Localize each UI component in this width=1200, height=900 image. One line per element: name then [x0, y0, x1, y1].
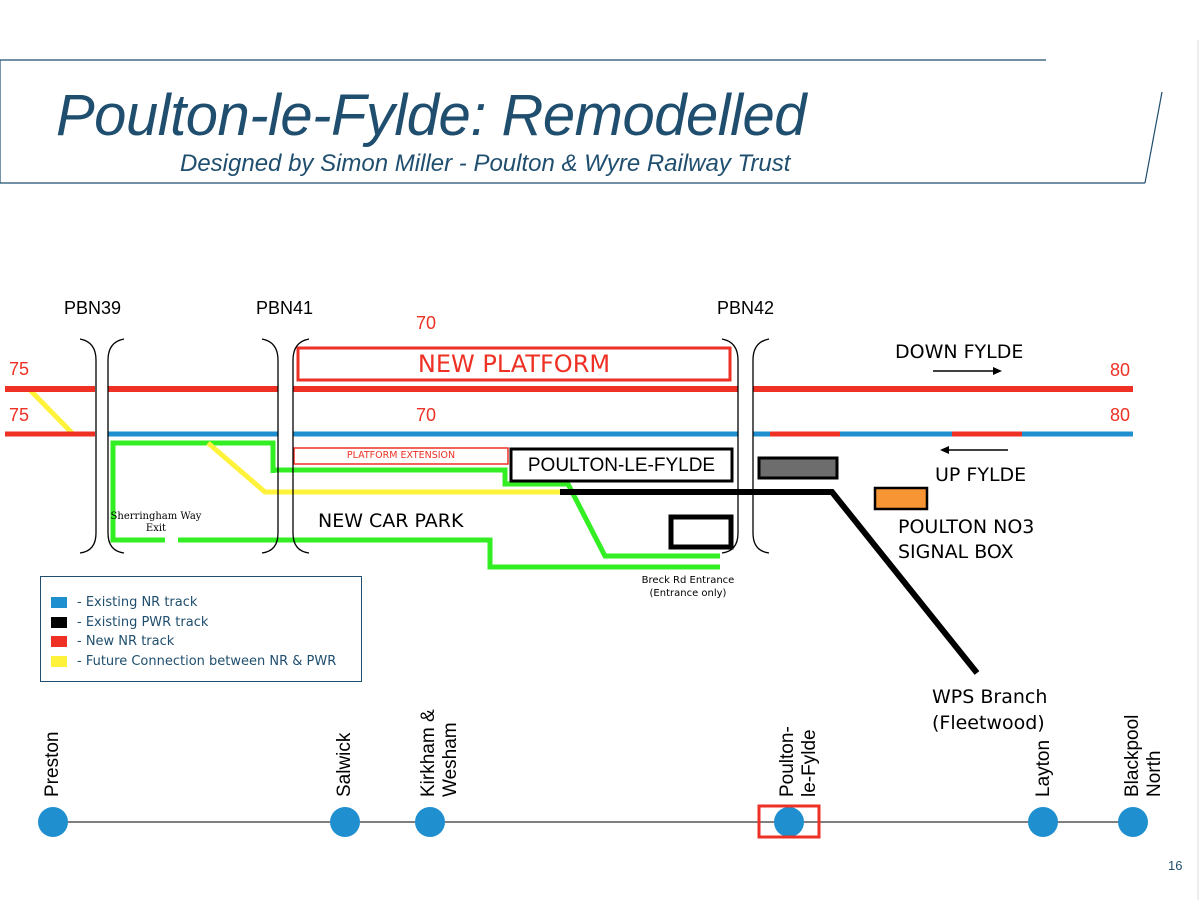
station-dot-blackpool: [1118, 807, 1148, 837]
sherringham-exit-label-line2: Exit: [145, 523, 167, 534]
car-park-building: [668, 514, 734, 550]
legend-item-future-connection: - Future Connection between NR & PWR: [51, 652, 361, 672]
sherringham-exit-label-line1: Sherringham Way: [110, 511, 202, 522]
pbn42-bracket-left: [721, 338, 739, 554]
speed-label-bottom-left: 75: [9, 405, 30, 425]
up-fylde-label: UP FYLDE: [935, 464, 1027, 486]
signal-label-pbn41: PBN41: [256, 298, 314, 318]
slide-number: 16: [1168, 858, 1183, 873]
station-name-kirkham-wesham: Kirkham & Wesham: [418, 709, 462, 797]
speed-label-top-mid: 70: [416, 313, 437, 333]
station-name-line1: Kirkham &: [418, 709, 439, 797]
new-platform-label: NEW PLATFORM: [417, 350, 611, 378]
speed-label-bottom-right: 80: [1110, 405, 1131, 425]
pwr-track: [560, 489, 980, 675]
station-dot-kirkham: [415, 807, 445, 837]
platform-extension-label: PLATFORM EXTENSION: [346, 450, 456, 461]
down-fylde-label: DOWN FYLDE: [895, 341, 1024, 363]
legend-label: - Existing PWR track: [77, 614, 209, 630]
breck-rd-entrance-label-line2: (Entrance only): [649, 588, 727, 599]
station-name-line1: Poulton-: [777, 726, 798, 797]
car-park-path-upper: [110, 440, 276, 543]
station-name-line2: Wesham: [440, 722, 461, 797]
platform-grey-block: [757, 456, 839, 480]
station-name-line1: Salwick: [334, 732, 355, 797]
station-name-layton: Layton: [1033, 740, 1055, 797]
pbn39-bracket-right: [107, 338, 125, 554]
station-name-line1: Blackpool: [1122, 714, 1143, 797]
speed-label-top-left: 75: [9, 359, 30, 379]
new-platform: [296, 346, 732, 382]
legend-swatch: [51, 616, 67, 628]
breck-rd-entrance-label-line1: Breck Rd Entrance: [641, 575, 735, 586]
new-car-park-label: NEW CAR PARK: [318, 510, 464, 532]
station-dot-poulton: [774, 807, 804, 837]
station-name-preston: Preston: [42, 732, 64, 797]
poulton-highlight-box: [757, 804, 821, 839]
legend-label: - Future Connection between NR & PWR: [77, 653, 337, 669]
station-name-poulton: Poulton- le-Fylde: [777, 726, 821, 797]
station-name-line2: le-Fylde: [799, 729, 820, 797]
wps-branch-label-line1: WPS Branch: [932, 686, 1048, 708]
signal-box-icon: [873, 486, 929, 511]
platform-extension: [293, 447, 509, 465]
station-name-line2: North: [1144, 750, 1165, 797]
station-name-salwick: Salwick: [334, 733, 356, 797]
legend-label: - New NR track: [77, 634, 175, 650]
up-fylde-arrow-head: [940, 446, 949, 454]
legend-item-new-nr: - New NR track: [51, 632, 361, 652]
header-slant-line: [1144, 91, 1163, 184]
car-park-path-platform: [273, 467, 720, 559]
speed-label-bottom-mid: 70: [416, 405, 437, 425]
wps-branch-label-line2: (Fleetwood): [932, 712, 1045, 734]
legend-swatch: [51, 655, 67, 667]
slide-subtitle: Designed by Simon Miller - Poulton & Wyr…: [180, 150, 791, 177]
pbn41-bracket-right: [292, 338, 310, 554]
signal-label-pbn39: PBN39: [64, 298, 122, 318]
legend-item-existing-pwr: - Existing PWR track: [51, 613, 361, 633]
legend-label: - Existing NR track: [77, 595, 198, 611]
future-connection-west: [28, 388, 74, 435]
legend-item-existing-nr: - Existing NR track: [51, 593, 361, 613]
legend-swatch: [51, 636, 67, 648]
station-name-line1: Layton: [1033, 739, 1054, 797]
down-fylde-arrow-head: [993, 367, 1002, 375]
pbn41-bracket-left: [261, 338, 279, 554]
station-dot-preston: [38, 807, 68, 837]
signal-label-pbn42: PBN42: [717, 298, 775, 318]
station-name-blackpool-north: Blackpool North: [1122, 715, 1166, 797]
station-dot-salwick: [330, 807, 360, 837]
legend: - Existing NR track - Existing PWR track…: [40, 576, 362, 682]
signal-box-label-line1: POULTON NO3: [898, 516, 1035, 538]
pbn42-bracket-right: [752, 338, 770, 554]
station-dot-layton: [1028, 807, 1058, 837]
future-connection-mid: [206, 441, 560, 495]
station-box-label: POULTON-LE-FYLDE: [527, 455, 716, 476]
pbn39-bracket-left: [79, 338, 97, 554]
car-park-path-lower: [178, 537, 720, 570]
legend-swatch: [51, 597, 67, 609]
speed-label-top-right: 80: [1110, 360, 1131, 380]
station-box: [509, 447, 734, 483]
signal-box-label-line2: SIGNAL BOX: [898, 541, 1014, 563]
station-name-line1: Preston: [42, 731, 63, 797]
slide-title: Poulton-le-Fylde: Remodelled: [56, 83, 807, 148]
